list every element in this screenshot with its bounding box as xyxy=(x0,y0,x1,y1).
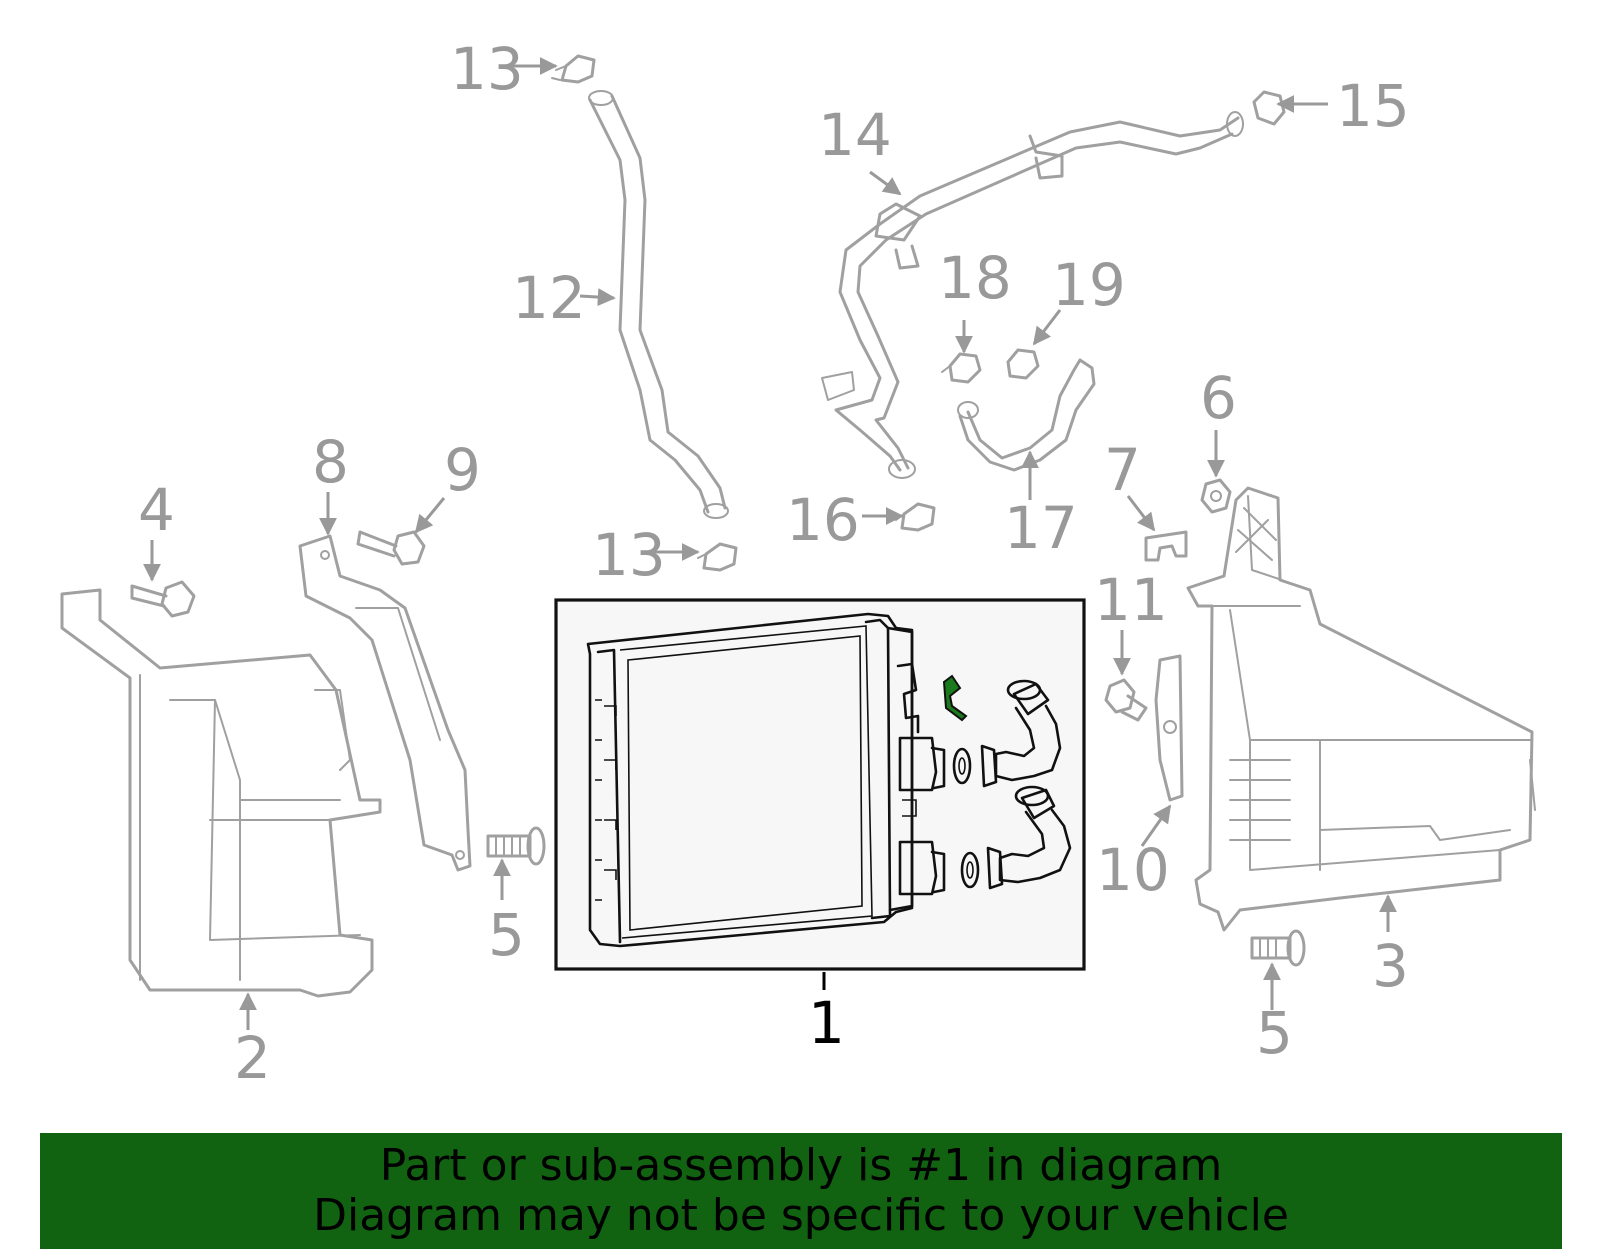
callout-11: 11 xyxy=(1094,566,1168,634)
hose-12 xyxy=(588,90,729,519)
callout-16: 16 xyxy=(786,486,860,554)
callout-6: 6 xyxy=(1200,364,1237,432)
bolt-11 xyxy=(1104,678,1148,722)
callout-17: 17 xyxy=(1004,494,1078,562)
heater-core-clip xyxy=(942,674,968,722)
callout-9: 9 xyxy=(444,436,481,504)
heater-core-seal-upper xyxy=(952,747,972,785)
callout-13-bottom: 13 xyxy=(592,521,666,589)
hose-clamp-13-top xyxy=(551,54,596,84)
callout-19: 19 xyxy=(1052,251,1126,319)
footer-line-1: Part or sub-assembly is #1 in diagram xyxy=(379,1140,1223,1191)
right-duct-housing xyxy=(1186,486,1536,932)
callout-12: 12 xyxy=(512,264,586,332)
left-duct-housing xyxy=(60,588,382,998)
clip-7 xyxy=(1144,530,1188,562)
heater-core-pipe-upper xyxy=(980,679,1062,788)
callout-2: 2 xyxy=(234,1024,271,1092)
hose-clamp-13-bottom xyxy=(697,542,738,572)
bolt-5-right xyxy=(1250,929,1306,967)
callout-1: 1 xyxy=(808,989,845,1057)
callout-7: 7 xyxy=(1104,436,1141,504)
left-bracket xyxy=(298,534,472,872)
hose-clamp-19 xyxy=(1006,348,1040,380)
hose-clamp-15 xyxy=(1252,90,1286,126)
callout-5-right: 5 xyxy=(1256,999,1293,1067)
hose-14 xyxy=(821,111,1244,479)
callout-10: 10 xyxy=(1096,836,1170,904)
footer-banner: Part or sub-assembly is #1 in diagram Di… xyxy=(40,1133,1562,1249)
heater-core-frame xyxy=(554,598,1086,971)
heater-core-pipe-lower xyxy=(986,785,1072,890)
vertical-bracket xyxy=(1154,654,1184,802)
bolt-4 xyxy=(130,580,196,618)
leader-lines xyxy=(143,57,1397,1030)
callout-13-top: 13 xyxy=(450,35,524,103)
bolt-5-left xyxy=(486,826,546,866)
bolt-9 xyxy=(356,530,426,566)
footer-line-2: Diagram may not be specific to your vehi… xyxy=(313,1190,1289,1241)
heater-core-assembly xyxy=(586,612,946,948)
heater-core-seal-lower xyxy=(960,851,980,889)
callout-14: 14 xyxy=(818,101,892,169)
callout-15: 15 xyxy=(1336,72,1410,140)
callout-3: 3 xyxy=(1372,932,1409,1000)
callout-5-left: 5 xyxy=(488,901,525,969)
nut-6 xyxy=(1200,478,1232,514)
callout-8: 8 xyxy=(312,428,349,496)
hose-clamp-18 xyxy=(941,352,982,384)
hose-17 xyxy=(957,358,1096,472)
callout-4: 4 xyxy=(138,476,175,544)
callout-18: 18 xyxy=(938,244,1012,312)
